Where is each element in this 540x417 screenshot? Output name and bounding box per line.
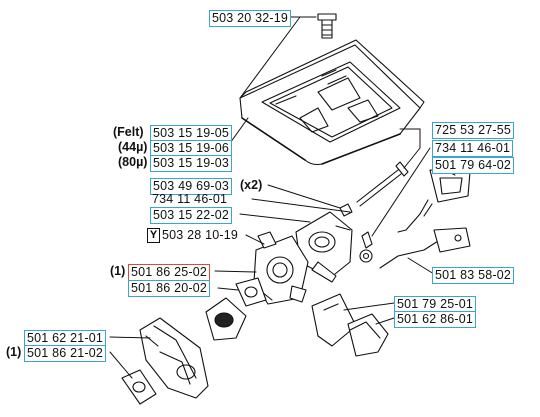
- part-label-air-filter-felt[interactable]: 503 15 19-05: [150, 125, 233, 142]
- part-label-adapter[interactable]: 503 15 22-02: [150, 207, 233, 224]
- air-filter-drawing: [239, 39, 425, 166]
- part-label-washer-right[interactable]: 734 11 46-01: [432, 140, 514, 157]
- part-variant-felt: (Felt): [113, 125, 144, 139]
- part-label-throttle-rod[interactable]: 501 83 58-02: [432, 267, 515, 284]
- part-note-1-gasket: (1): [110, 264, 126, 278]
- part-label-insulator-plate[interactable]: 501 79 25-01: [394, 296, 477, 313]
- rubber-block-drawing: [347, 313, 389, 357]
- carburetor-adapter-drawing: [295, 211, 353, 283]
- part-label-carburetor[interactable]: 503 28 10-19: [162, 228, 239, 242]
- part-label-carburetor-gasket[interactable]: 501 86 25-02: [128, 264, 211, 281]
- marker-y: Y: [147, 228, 160, 243]
- carburetor-gasket-drawing: [235, 277, 267, 307]
- part-label-manifold-gasket[interactable]: 501 86 21-02: [24, 345, 107, 362]
- throttle-rod-drawing: [379, 227, 471, 269]
- part-label-bolt[interactable]: 503 49 69-03: [150, 178, 233, 195]
- part-label-air-filter-80u[interactable]: 503 15 19-03: [150, 155, 233, 172]
- part-label-long-bolt[interactable]: 725 53 27-55: [432, 122, 515, 139]
- filter-screw-drawing: [317, 13, 337, 39]
- carburetor-drawing: [253, 231, 309, 305]
- part-quantity-x2: (x2): [240, 178, 263, 192]
- part-label-rubber-block[interactable]: 501 62 86-01: [394, 311, 477, 328]
- part-label-intake-spacer[interactable]: 501 86 20-02: [128, 280, 211, 297]
- intake-spacer-drawing: [205, 297, 247, 341]
- part-note-1-manifold-gasket: (1): [6, 345, 22, 359]
- long-bolt-drawing: [356, 161, 409, 207]
- choke-lever-drawing: [397, 169, 471, 233]
- part-label-washer[interactable]: 734 11 46-01: [152, 192, 228, 206]
- part-variant-80u: (80µ): [118, 155, 148, 169]
- insulator-plate-drawing: [311, 293, 357, 347]
- washer-drawing: [339, 203, 373, 263]
- intake-manifold-drawing: [139, 317, 209, 399]
- part-label-filter-screw[interactable]: 503 20 32-19: [209, 10, 292, 27]
- manifold-gasket-drawing: [121, 369, 157, 405]
- part-label-choke-lever[interactable]: 501 79 64-02: [432, 157, 515, 174]
- part-variant-44u: (44µ): [118, 140, 148, 154]
